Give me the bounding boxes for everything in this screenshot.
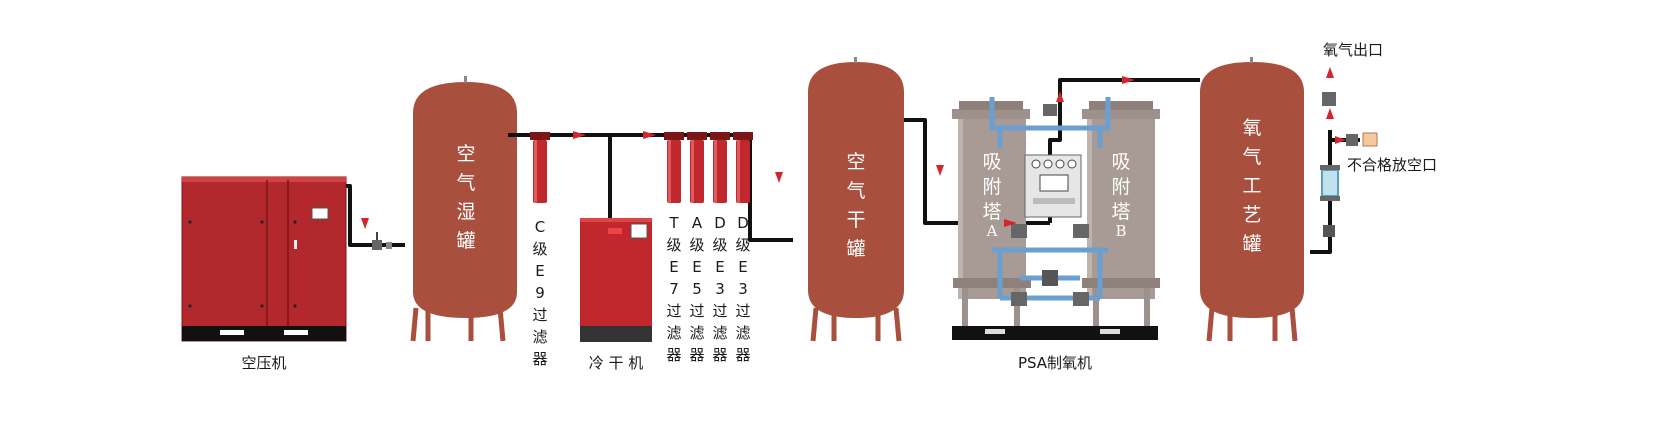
air-wet-tank [410,76,517,342]
air-dry-tank-label: 空气干罐 [846,151,865,260]
control-panel [1024,154,1082,218]
flow-arrow-up [1056,91,1064,102]
a-filter [687,132,707,203]
air-compressor [181,176,347,342]
flow-arrows [361,67,1346,229]
adsorber-a-letter: A [986,222,998,240]
t-filter [664,132,684,203]
air-wet-tank-label: 空气湿罐 [456,143,475,252]
psa-oxygen-generator [952,97,1160,340]
valve-cluster [1011,104,1089,306]
flow-arrow-right [1004,219,1017,227]
blue-valve-piping [989,97,1111,301]
dryer-label: 冷 干 机 [589,354,644,372]
d-filter-1 [710,132,730,203]
flow-arrow-up [1326,67,1334,78]
oxygen-tank-label: 氧气工艺罐 [1242,117,1261,255]
outlet-instruments [1320,92,1378,237]
psa-label: PSA制氧机 [1018,354,1092,372]
flow-arrow-right [643,131,656,139]
adsorber-a-label: 吸附塔 [982,151,1001,223]
vent-label: 不合格放空口 [1347,156,1437,174]
oxygen-process-tank [1200,57,1304,342]
flow-arrow-down [775,172,783,183]
flow-arrow-up [1326,108,1334,119]
air-compressor-label: 空压机 [241,354,286,372]
filter-bank [664,132,753,203]
adsorber-b-letter: B [1115,222,1126,240]
c-filter [530,132,550,203]
oxygen-outlet-label: 氧气出口 [1323,41,1383,59]
adsorber-b-label: 吸附塔 [1111,151,1130,223]
flow-arrow-down [361,218,369,229]
compressor-outlet-valve [372,232,392,250]
flow-arrow-down [936,165,944,176]
flow-arrow-right [1335,136,1346,144]
d-filter-2 [733,132,753,203]
refrigerated-dryer [580,218,652,342]
air-dry-tank [808,57,904,342]
flow-arrow-right [573,131,586,139]
flow-arrow-right [1122,76,1135,84]
